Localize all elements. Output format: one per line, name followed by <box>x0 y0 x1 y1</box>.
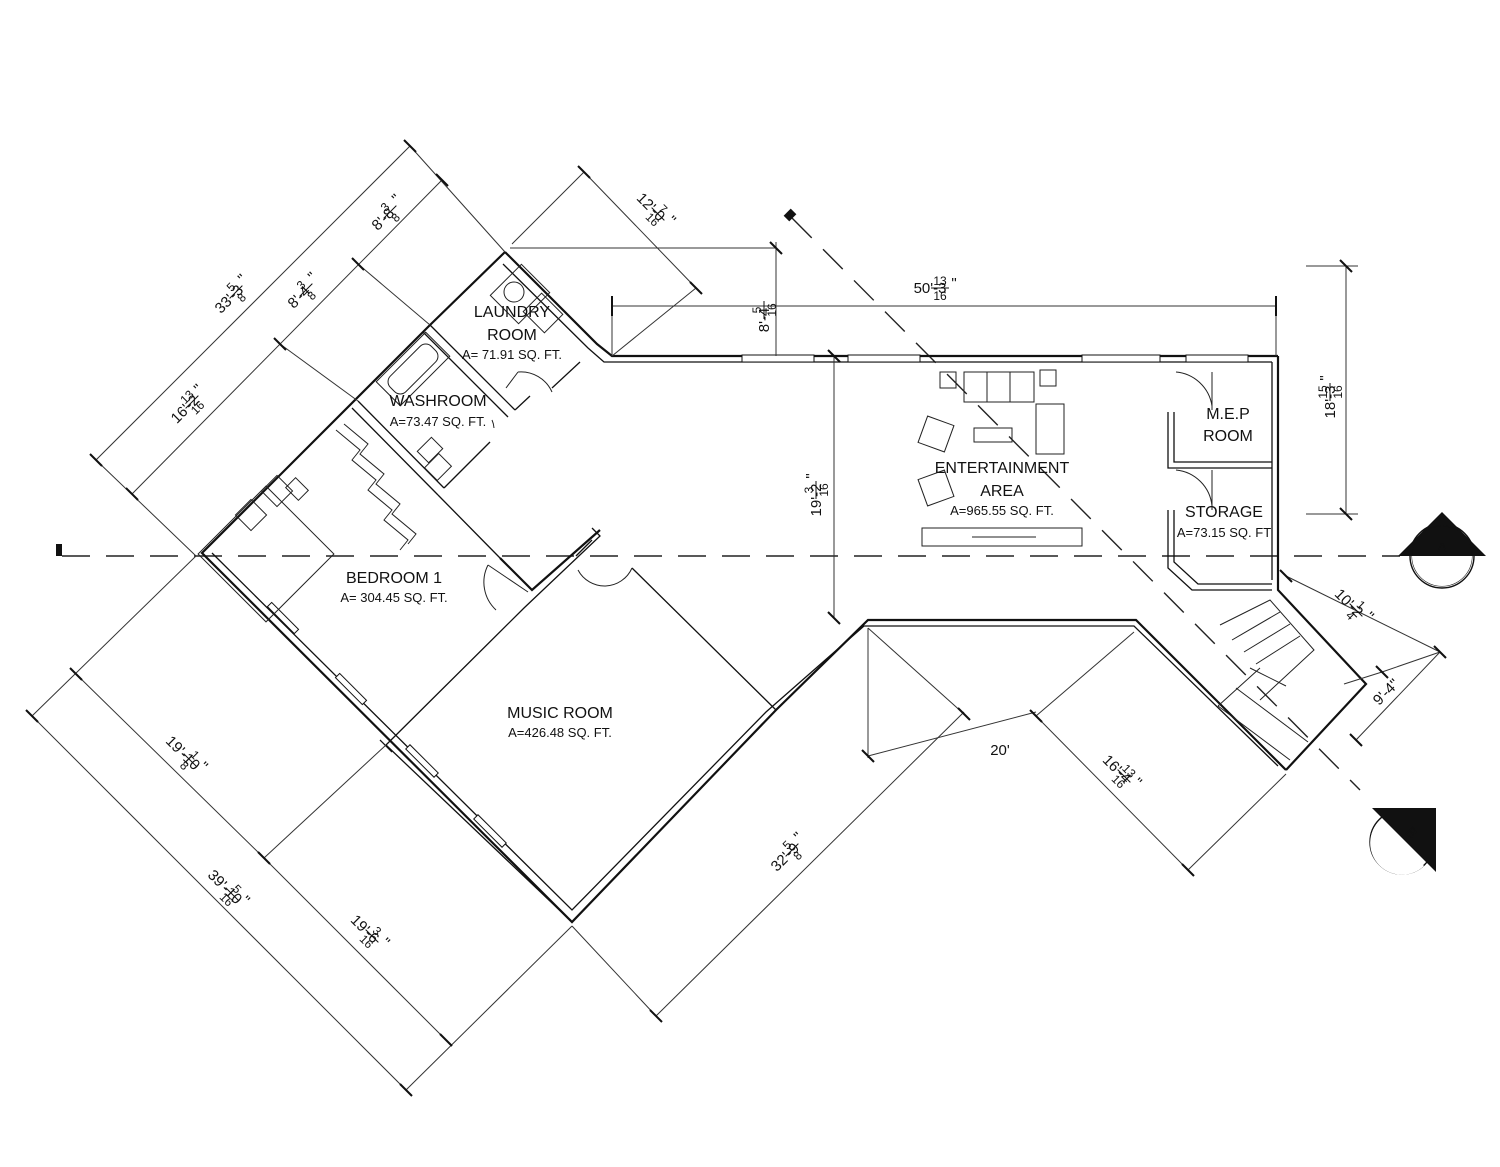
room-bedroom: BEDROOM 1 A= 304.45 SQ. FT. <box>340 570 447 605</box>
dimension-fraction-bar <box>383 205 397 219</box>
dimension-fraction-bar <box>229 285 243 299</box>
dimension-whole: 20' <box>990 742 1010 759</box>
entertainment-area: A=965.55 SQ. FT. <box>950 503 1054 518</box>
bathtub <box>375 331 451 407</box>
entertainment-name-line1: ENTERTAINMENT <box>935 460 1070 477</box>
dimension-fraction-bar <box>651 207 665 221</box>
section-line-b <box>783 208 1361 791</box>
dimension-suffix: " <box>803 473 820 478</box>
dimension-lines <box>31 145 1441 1091</box>
dimension-fraction-bar <box>1117 769 1131 783</box>
mep-name-line2: ROOM <box>1203 428 1253 445</box>
section-marker-a: A <box>1398 512 1486 589</box>
dimension-whole: 8'-4 <box>756 308 773 333</box>
entertainment-name-line2: AREA <box>980 483 1024 500</box>
section-line-a <box>56 544 1400 557</box>
laundry-area: A= 71.91 SQ. FT. <box>462 347 562 362</box>
mep-name-line1: M.E.P <box>1206 406 1250 423</box>
dimension-label-d-9-4: 9'-4" <box>1370 676 1403 709</box>
room-storage: STORAGE A=73.15 SQ. FT <box>1177 504 1271 540</box>
dimension-fraction-bar <box>183 753 197 767</box>
music-name: MUSIC ROOM <box>507 705 613 722</box>
dimension-label-d-10-2: 10'-214" <box>1331 586 1377 625</box>
dimension-fraction-bar <box>225 887 239 901</box>
room-washroom: WASHROOM A=73.47 SQ. FT. <box>389 393 486 429</box>
dimension-suffix: " <box>951 275 956 292</box>
dimension-whole: 19'-2 <box>808 484 825 517</box>
room-mep: M.E.P ROOM <box>1203 406 1253 445</box>
room-music: MUSIC ROOM A=426.48 SQ. FT. <box>507 705 613 740</box>
toilet-and-sink <box>416 436 453 482</box>
interior-walls <box>335 324 1315 923</box>
dimension-fraction-bar <box>185 395 199 409</box>
dimension-label-d-33: 33'-358" <box>212 271 251 317</box>
storage-area: A=73.15 SQ. FT <box>1177 525 1271 540</box>
dimension-numerator: 13 <box>933 274 947 288</box>
dimension-numerator: 5 <box>750 306 764 313</box>
dimension-suffix: " <box>389 191 405 207</box>
room-entertainment: ENTERTAINMENT AREA A=965.55 SQ. FT. <box>935 460 1070 518</box>
dimension-denominator: 16 <box>933 289 947 303</box>
dimension-ticks <box>25 139 1447 1097</box>
washroom-area: A=73.47 SQ. FT. <box>390 414 486 429</box>
dimension-fraction-bar <box>785 843 799 857</box>
dimension-label-d-8-8: 8'-838" <box>369 191 405 234</box>
laundry-name-line1: LAUNDRY <box>474 304 551 321</box>
laundry-name-line2: ROOM <box>487 327 537 344</box>
dimension-label-d-32-9: 32'-958" <box>768 829 807 875</box>
dimension-denominator: 16 <box>817 483 831 497</box>
section-marker-a-label: A <box>1437 539 1447 555</box>
dimension-denominator: 16 <box>1331 385 1345 399</box>
bed <box>197 474 335 623</box>
dimension-fraction-bar <box>1349 603 1363 617</box>
exterior-walls <box>200 251 1368 924</box>
dimension-whole: 50'-3 <box>914 280 947 297</box>
music-area: A=426.48 SQ. FT. <box>508 725 612 740</box>
washroom-name: WASHROOM <box>389 393 486 410</box>
dimension-numerator: 15 <box>1316 385 1330 399</box>
dimension-suffix: " <box>1317 375 1334 380</box>
laundry-machines <box>489 263 564 334</box>
dimension-denominator: 16 <box>765 303 779 317</box>
sofa-set <box>917 369 1083 547</box>
stair <box>1217 599 1315 761</box>
dimension-label-d-20: 20' <box>990 742 1010 759</box>
dimension-fraction-bar <box>365 929 379 943</box>
dimension-whole: 9'-4" <box>1370 676 1403 709</box>
dimension-numerator: 3 <box>802 486 816 493</box>
dimension-fraction-bar <box>299 283 313 297</box>
section-marker-b: B <box>1369 808 1436 875</box>
storage-name: STORAGE <box>1185 504 1263 521</box>
bedroom-name: BEDROOM 1 <box>346 570 442 587</box>
room-laundry: LAUNDRY ROOM A= 71.91 SQ. FT. <box>462 304 562 362</box>
dimension-label-d-8-4a: 8'-438" <box>285 269 321 312</box>
bedroom-area: A= 304.45 SQ. FT. <box>340 590 447 605</box>
dimension-whole: 18'-3 <box>1322 386 1339 419</box>
dimension-suffix: " <box>305 269 321 285</box>
doors <box>483 371 1213 611</box>
windows <box>266 354 1249 848</box>
